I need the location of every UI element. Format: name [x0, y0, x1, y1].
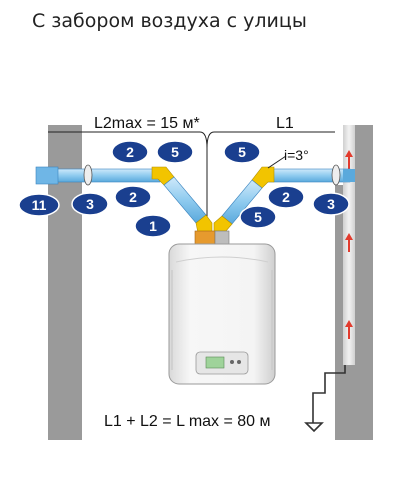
- boiler: [168, 243, 276, 385]
- slope-label: i=3°: [284, 147, 309, 163]
- svg-text:11: 11: [32, 197, 47, 213]
- formula-label: L1 + L2 = L max = 80 м: [104, 413, 271, 430]
- badge-5-right-top: 5: [223, 140, 261, 164]
- badge-2-right: 2: [267, 185, 305, 209]
- l1-label: L1: [276, 115, 294, 132]
- svg-text:5: 5: [238, 144, 246, 160]
- svg-text:3: 3: [86, 196, 94, 212]
- slope-leader: [267, 155, 287, 169]
- svg-text:5: 5: [254, 209, 262, 225]
- badge-2-left-mid: 2: [114, 185, 152, 209]
- right-wall-lower: [335, 365, 355, 440]
- badge-5-right-bottom: 5: [239, 205, 277, 229]
- badge-2-left-top: 2: [111, 140, 149, 164]
- left-terminal: [35, 166, 59, 185]
- dimension-lines: [48, 131, 335, 225]
- svg-text:5: 5: [171, 144, 179, 160]
- right-pipe-end: [343, 169, 355, 182]
- svg-text:2: 2: [282, 189, 290, 205]
- badge-5-left: 5: [156, 140, 194, 164]
- condensate-drain: [304, 365, 346, 433]
- svg-text:3: 3: [327, 196, 335, 212]
- badge-3-left: 3: [71, 192, 109, 216]
- left-wall-seal: [83, 164, 93, 186]
- l2max-label: L2max = 15 м*: [94, 115, 200, 132]
- svg-text:2: 2: [129, 189, 137, 205]
- right-wall-seal: [331, 164, 341, 186]
- badge-3-right: 3: [312, 192, 350, 216]
- right-wall-inner: [335, 185, 343, 365]
- page-title: С забором воздуха с улицы: [32, 10, 307, 32]
- svg-text:1: 1: [149, 218, 157, 234]
- badge-11: 11: [18, 193, 60, 217]
- left-diagonal-pipe: [163, 176, 207, 224]
- boiler-adapter-right: [214, 230, 230, 245]
- right-wall-outer: [355, 125, 373, 440]
- airflow-arrows: [345, 150, 353, 339]
- badge-1: 1: [134, 214, 172, 238]
- svg-text:2: 2: [126, 144, 134, 160]
- boiler-adapter-left: [194, 230, 216, 245]
